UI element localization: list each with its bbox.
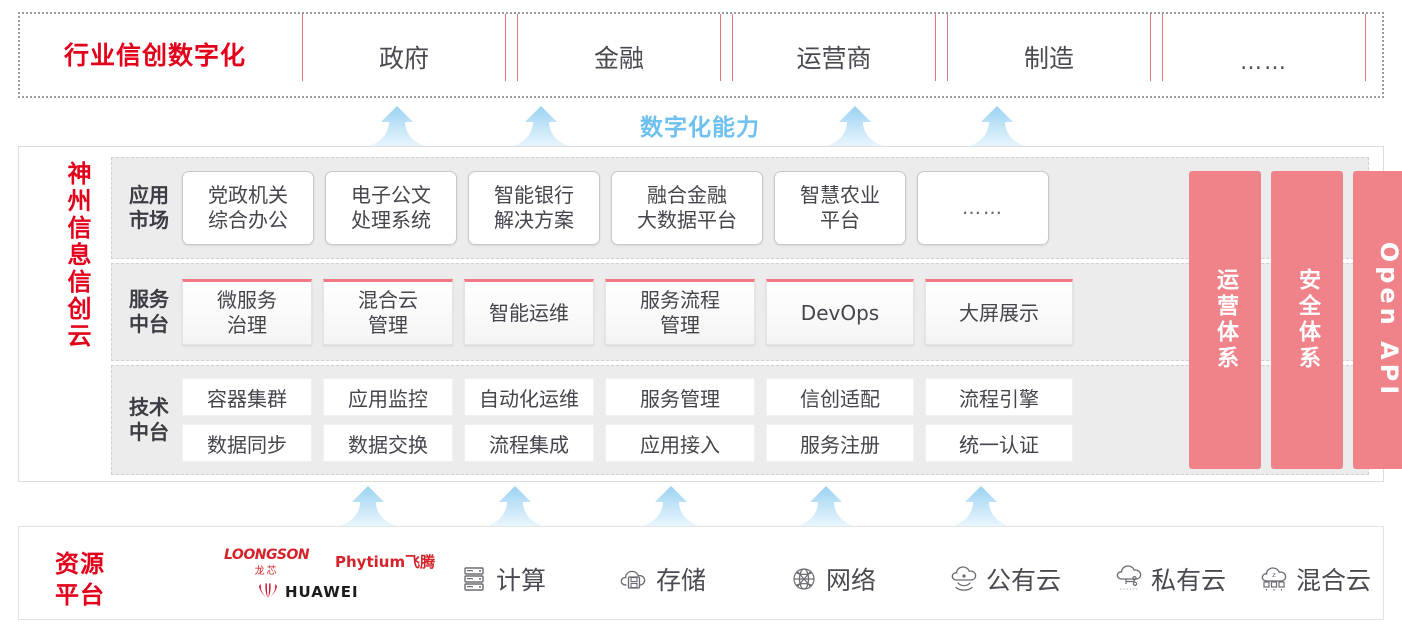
loongson-logo: LOONGSON 龙芯 (224, 547, 310, 577)
up-arrow-icon (487, 486, 543, 526)
huawei-logo: HUAWEI (257, 583, 359, 601)
app-card-government-office[interactable]: 党政机关 综合办公 (182, 171, 314, 245)
app-card-line1: 党政机关 综合办公 (208, 183, 288, 232)
resource-item-storage[interactable]: 存储 (619, 561, 706, 597)
resource-item-network[interactable]: 网络 (789, 561, 876, 597)
capability-arrow-band: 数字化能力 (0, 98, 1402, 146)
app-card-more[interactable]: …… (917, 171, 1049, 245)
resource-panel-title: 资源 平台 (55, 550, 105, 609)
resource-item-public-cloud[interactable]: 公有云 (949, 561, 1061, 597)
platform-panel: 神州信息信创云 应用 市场 党政机关 综合办公 电子公文 处理系统 智能银行 解… (18, 146, 1402, 482)
server-icon (464, 567, 484, 591)
tech-card-container-cluster[interactable]: 容器集群 (182, 378, 312, 416)
tech-card-xinchuang-adaptation[interactable]: 信创适配 (766, 378, 914, 416)
pillar-operations-system[interactable]: 运营体系 (1189, 171, 1261, 469)
hybrid-cloud-icon: z (1261, 567, 1287, 591)
platform-rows: 应用 市场 党政机关 综合办公 电子公文 处理系统 智能银行 解决方案 融合金融… (111, 157, 1402, 475)
tech-card-unified-auth[interactable]: 统一认证 (925, 424, 1073, 462)
up-arrow-icon (798, 486, 854, 526)
app-card-smart-agriculture[interactable]: 智慧农业 平台 (774, 171, 906, 245)
row-application-market: 应用 市场 党政机关 综合办公 电子公文 处理系统 智能银行 解决方案 融合金融… (111, 157, 1369, 259)
tech-card-process-engine[interactable]: 流程引擎 (925, 378, 1073, 416)
tech-card-service-registry[interactable]: 服务注册 (766, 424, 914, 462)
resource-item-private-cloud[interactable]: 私有云 (1114, 561, 1226, 597)
tech-column: 流程引擎 统一认证 (925, 378, 1073, 462)
row-service-platform: 服务 中台 微服务 治理 混合云 管理 智能运维 服务流程 管理 (111, 263, 1369, 361)
vendor-logos: LOONGSON 龙芯 Phytium飞腾 HUAWEI (199, 541, 449, 607)
network-globe-icon (793, 568, 815, 590)
up-arrow-icon (369, 106, 425, 146)
tech-card-automated-ops[interactable]: 自动化运维 (464, 378, 594, 416)
resource-item-compute[interactable]: 计算 (459, 561, 546, 597)
tech-column: 信创适配 服务注册 (766, 378, 914, 462)
svg-text:z: z (1272, 571, 1276, 579)
row-label-technology-platform: 技术 中台 (129, 395, 169, 444)
up-arrow-icon (969, 106, 1025, 146)
tech-card-data-exchange[interactable]: 数据交换 (323, 424, 453, 462)
pillar-security-system[interactable]: 安全体系 (1271, 171, 1343, 469)
tech-column: 容器集群 数据同步 (182, 378, 312, 462)
app-card-smart-bank[interactable]: 智能银行 解决方案 (468, 171, 600, 245)
up-arrow-icon (513, 106, 569, 146)
resource-arrow-band (0, 482, 1402, 526)
row-label-application-market: 应用 市场 (129, 183, 169, 232)
svc-card-dashboard[interactable]: 大屏展示 (925, 279, 1073, 345)
tech-column: 自动化运维 流程集成 (464, 378, 594, 462)
tech-card-service-management[interactable]: 服务管理 (605, 378, 755, 416)
up-arrow-icon (643, 486, 699, 526)
industry-card-telecom[interactable]: 运营商 (732, 14, 936, 81)
capability-label: 数字化能力 (640, 115, 760, 141)
up-arrow-icon (340, 486, 396, 526)
service-platform-cards: 微服务 治理 混合云 管理 智能运维 服务流程 管理 DevOps (182, 264, 1073, 360)
pillar-open-api[interactable]: Open API (1353, 171, 1402, 469)
industry-card-government[interactable]: 政府 (302, 14, 506, 81)
private-cloud-icon (1116, 565, 1142, 590)
technology-platform-cards: 容器集群 数据同步 应用监控 数据交换 自动化运维 流程集成 服务管理 应用接入 (182, 366, 1073, 474)
platform-title: 神州信息信创云 (63, 161, 91, 350)
up-arrow-icon (953, 486, 1009, 526)
industry-card-manufacturing[interactable]: 制造 (947, 14, 1151, 81)
public-cloud-icon (951, 566, 977, 591)
tech-column: 应用监控 数据交换 (323, 378, 453, 462)
app-card-finance-bigdata[interactable]: 融合金融 大数据平台 (611, 171, 763, 245)
svc-card-intelligent-ops[interactable]: 智能运维 (464, 279, 594, 345)
svc-card-microservice-governance[interactable]: 微服务 治理 (182, 279, 312, 345)
tech-card-app-access[interactable]: 应用接入 (605, 424, 755, 462)
app-card-edoc-system[interactable]: 电子公文 处理系统 (325, 171, 457, 245)
svc-card-hybrid-cloud-management[interactable]: 混合云 管理 (323, 279, 453, 345)
cloud-storage-icon (620, 570, 646, 589)
row-technology-platform: 技术 中台 容器集群 数据同步 应用监控 数据交换 自动化运维 流程集成 (111, 365, 1369, 475)
row-label-service-platform: 服务 中台 (129, 287, 169, 336)
svc-card-devops[interactable]: DevOps (766, 279, 914, 345)
tech-column: 服务管理 应用接入 (605, 378, 755, 462)
application-market-cards: 党政机关 综合办公 电子公文 处理系统 智能银行 解决方案 融合金融 大数据平台… (182, 158, 1049, 258)
resource-panel: 资源 平台 LOONGSON 龙芯 Phytium飞腾 HUAWEI (18, 526, 1384, 620)
huawei-flower-icon (259, 583, 277, 598)
up-arrow-icon (827, 106, 883, 146)
tech-card-app-monitoring[interactable]: 应用监控 (323, 378, 453, 416)
industry-card-more[interactable]: …… (1162, 14, 1366, 81)
tech-card-data-sync[interactable]: 数据同步 (182, 424, 312, 462)
phytium-logo: Phytium飞腾 (335, 553, 436, 571)
svc-card-service-process-management[interactable]: 服务流程 管理 (605, 279, 755, 345)
industry-band: 行业信创数字化 政府 金融 运营商 制造 …… (18, 12, 1384, 98)
tech-card-process-integration[interactable]: 流程集成 (464, 424, 594, 462)
industry-card-finance[interactable]: 金融 (517, 14, 721, 81)
industry-band-title: 行业信创数字化 (64, 41, 247, 70)
resource-item-hybrid-cloud[interactable]: z 混合云 (1259, 561, 1371, 597)
